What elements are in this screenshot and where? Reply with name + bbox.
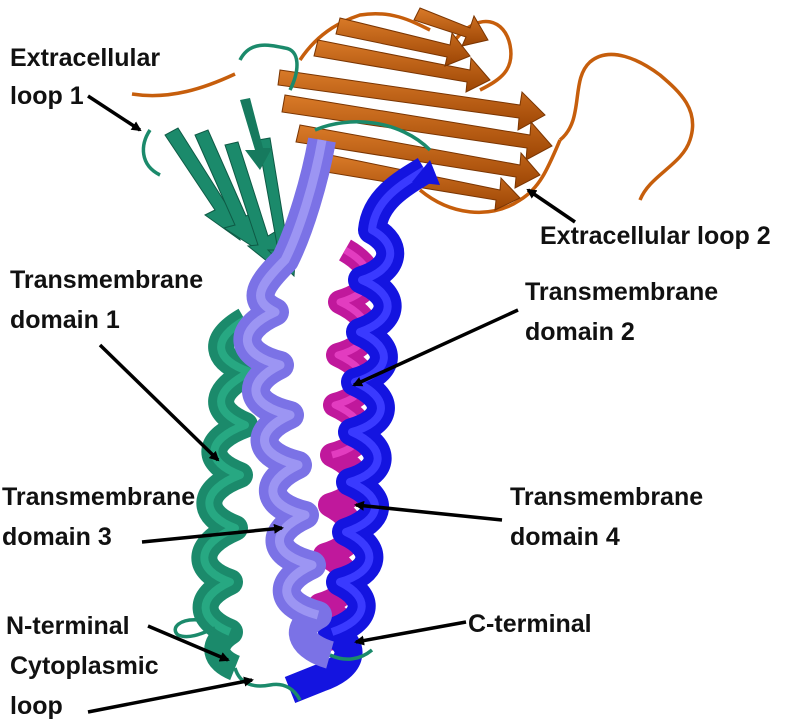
transmembrane-helix-4 bbox=[284, 157, 440, 703]
label-transmembrane-domain-1-line1: Transmembrane bbox=[10, 266, 203, 294]
label-extracellular-loop-1: Extracellular loop 1 bbox=[10, 44, 160, 110]
label-transmembrane-domain-1-line2: domain 1 bbox=[10, 306, 120, 334]
label-transmembrane-domain-2-line1: Transmembrane bbox=[525, 278, 718, 306]
annotation-arrows bbox=[87, 94, 576, 714]
cytoplasmic-loop-coil bbox=[233, 648, 374, 701]
label-transmembrane-domain-2: Transmembrane domain 2 bbox=[525, 278, 718, 346]
label-cytoplasmic-loop-line1: Cytoplasmic bbox=[10, 652, 159, 680]
transmembrane-helix-3 bbox=[233, 137, 336, 669]
label-transmembrane-domain-4-line2: domain 4 bbox=[510, 523, 620, 551]
arrow-c-terminal bbox=[354, 620, 467, 646]
label-transmembrane-domain-4: Transmembrane domain 4 bbox=[510, 483, 703, 551]
label-transmembrane-domain-3-line2: domain 3 bbox=[2, 523, 112, 551]
arrow-cytoplasmic-loop bbox=[87, 676, 254, 714]
label-extracellular-loop-1-line2: loop 1 bbox=[10, 82, 84, 110]
label-transmembrane-domain-1: Transmembrane domain 1 bbox=[10, 266, 203, 334]
arrow-transmembrane-domain-2 bbox=[352, 308, 519, 387]
arrow-extracellular-loop-1 bbox=[87, 94, 142, 132]
arrow-extracellular-loop-2 bbox=[526, 188, 576, 224]
extracellular-loop-1-domain bbox=[141, 43, 432, 278]
label-cytoplasmic-loop: Cytoplasmic loop bbox=[10, 652, 159, 720]
arrow-transmembrane-domain-3 bbox=[141, 523, 284, 544]
arrow-n-terminal bbox=[147, 624, 230, 662]
label-extracellular-loop-1-line1: Extracellular bbox=[10, 44, 160, 72]
arrow-transmembrane-domain-1 bbox=[98, 343, 220, 462]
arrow-transmembrane-domain-4 bbox=[354, 500, 503, 522]
label-n-terminal: N-terminal bbox=[6, 612, 130, 640]
label-c-terminal: C-terminal bbox=[468, 610, 592, 638]
label-transmembrane-domain-3-line1: Transmembrane bbox=[2, 483, 195, 511]
label-extracellular-loop-2: Extracellular loop 2 bbox=[540, 222, 771, 250]
label-transmembrane-domain-2-line2: domain 2 bbox=[525, 318, 635, 346]
label-cytoplasmic-loop-line2: loop bbox=[10, 692, 63, 720]
label-transmembrane-domain-3: Transmembrane domain 3 bbox=[2, 483, 195, 551]
label-transmembrane-domain-4-line1: Transmembrane bbox=[510, 483, 703, 511]
